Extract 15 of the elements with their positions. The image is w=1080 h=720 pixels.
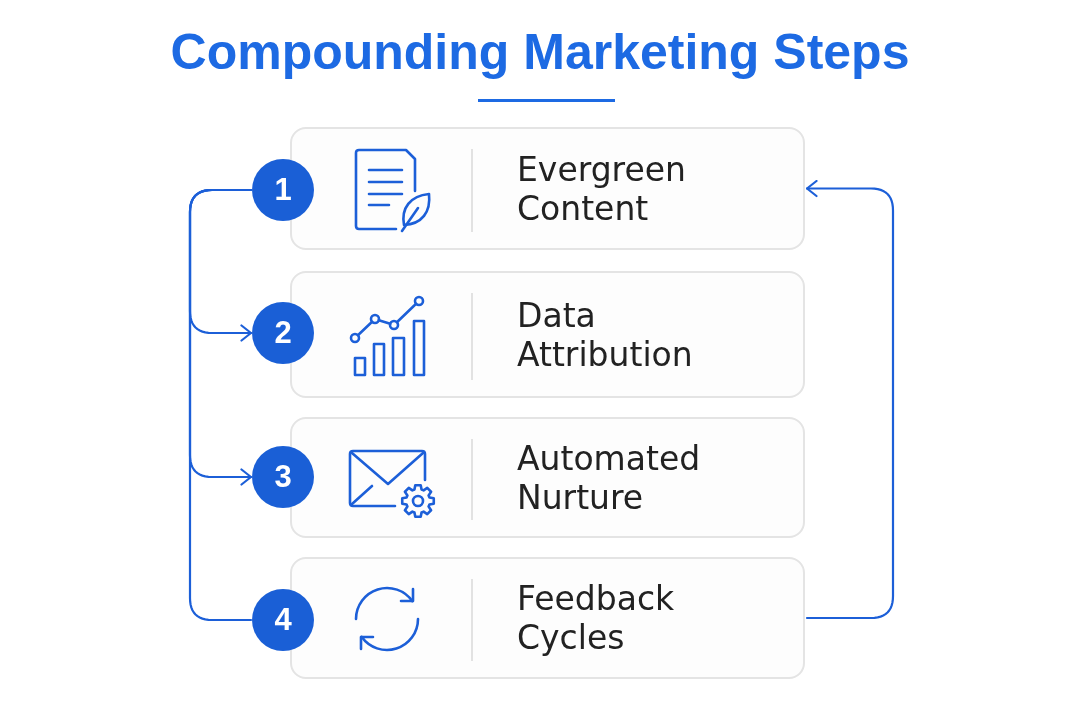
step-card bbox=[290, 127, 805, 250]
step-card bbox=[290, 557, 805, 679]
step-card bbox=[290, 417, 805, 538]
step-label: Data Attribution bbox=[517, 295, 694, 374]
connector-line bbox=[188, 188, 253, 622]
step-number-badge: 2 bbox=[252, 302, 314, 364]
step-number-badge: 1 bbox=[252, 159, 314, 221]
step-label: Automated Nurture bbox=[517, 438, 702, 517]
title: Compounding Marketing Steps bbox=[170, 23, 910, 82]
step-number-badge: 4 bbox=[252, 589, 314, 651]
step-number-badge: 3 bbox=[252, 446, 314, 508]
step-label: Evergreen Content bbox=[517, 149, 687, 228]
step-card bbox=[290, 271, 805, 398]
connector-arrow bbox=[805, 179, 895, 620]
step-label: Feedback Cycles bbox=[517, 579, 676, 657]
